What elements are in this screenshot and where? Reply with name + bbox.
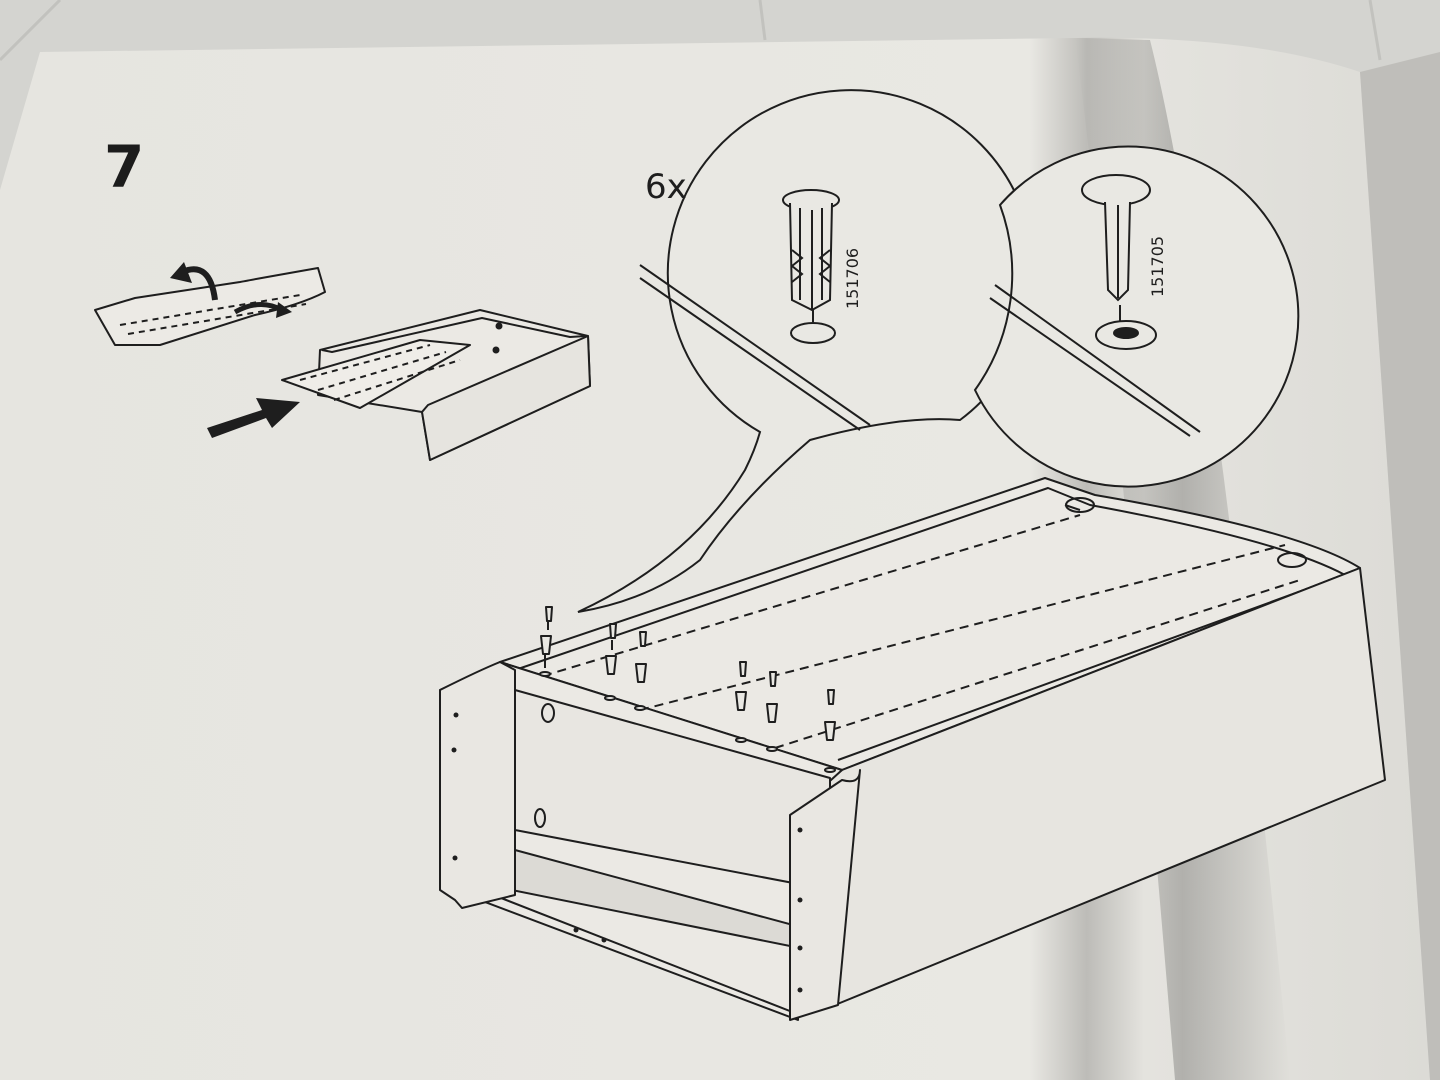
fitting-pins [539, 606, 836, 773]
drawer-frame-illustration [439, 477, 1386, 1021]
part-number-push-fitting: 151706 [843, 247, 862, 309]
quantity-label: 6x [645, 167, 687, 207]
drawer-end-panel-left [439, 661, 516, 909]
push-fitting-151706-icon [782, 189, 840, 312]
cap-fitting-151705-icon [1081, 174, 1157, 350]
drawer-liner-illustration [94, 262, 591, 461]
callout-circle-right [973, 145, 1300, 488]
step-number: 7 [104, 133, 145, 201]
paper-sheet [94, 267, 326, 346]
drawer-hole-markers [451, 712, 803, 993]
insert-arrow-icon [207, 398, 300, 438]
part-number-cap-fitting: 151705 [1148, 235, 1167, 297]
drawer-back-rail [499, 477, 1361, 771]
drawer-end-panel-right [789, 769, 861, 1021]
detail-callouts [577, 89, 1300, 613]
